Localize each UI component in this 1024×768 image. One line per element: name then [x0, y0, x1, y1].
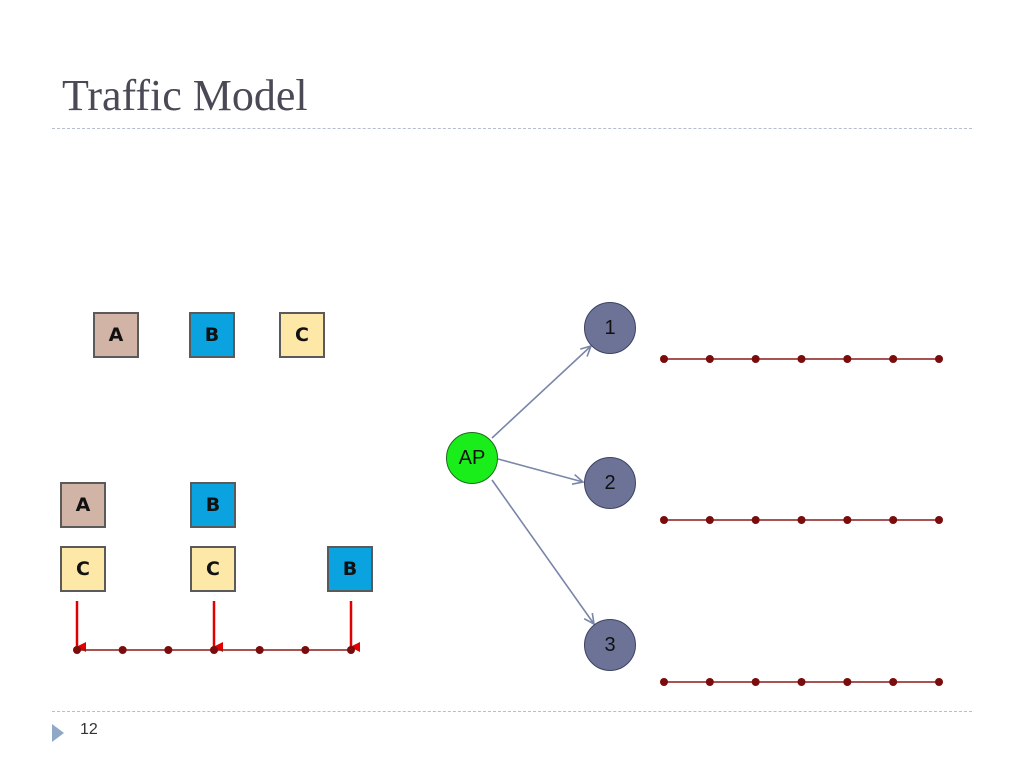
- client-node-1: 1: [584, 302, 636, 354]
- client-3-timeline-slot-dot: [660, 678, 668, 686]
- schedule-timeline-slot-dot: [210, 646, 218, 654]
- client-1-timeline-slot-dot: [660, 355, 668, 363]
- queue-box-b: B: [189, 312, 235, 358]
- title-divider: [52, 128, 972, 129]
- schedule-timeline-slot-dot: [73, 646, 81, 654]
- schedule-box-a: A: [60, 482, 106, 528]
- client-2-timeline-slot-dot: [935, 516, 943, 524]
- client-2-timeline-slot-dot: [705, 516, 714, 524]
- client-1-timeline-slot-dot: [705, 355, 714, 363]
- client-1-timeline-slot-dot: [797, 355, 806, 363]
- client-1-timeline-slot-dot: [751, 355, 760, 363]
- client-3-timeline-slot-dot: [751, 678, 760, 686]
- schedule-box-b: B: [190, 482, 236, 528]
- client-1-timeline-slot-dot: [935, 355, 943, 363]
- queue-box-a: A: [93, 312, 139, 358]
- footer-divider: [52, 711, 972, 712]
- bullet-triangle-icon: [52, 724, 64, 742]
- client-2-timeline-slot-dot: [797, 516, 806, 524]
- slide-title: Traffic Model: [62, 71, 308, 120]
- client-3-timeline-slot-dot: [889, 678, 898, 686]
- client-2-timeline-slot-dot: [660, 516, 668, 524]
- schedule-timeline-slot-dot: [255, 646, 264, 654]
- schedule-timeline-slot-dot: [347, 646, 355, 654]
- schedule-box-c-second: C: [190, 546, 236, 592]
- link-ap-client-1: [491, 346, 591, 439]
- queue-box-c: C: [279, 312, 325, 358]
- client-1-timeline-slot-dot: [889, 355, 898, 363]
- schedule-timeline-slot-dot: [164, 646, 173, 654]
- client-2-timeline-slot-dot: [751, 516, 760, 524]
- client-2-timeline-slot-dot: [889, 516, 898, 524]
- client-1-timeline-slot-dot: [843, 355, 852, 363]
- client-3-timeline-slot-dot: [705, 678, 714, 686]
- page-number: 12: [80, 721, 98, 738]
- schedule-box-b-last: B: [327, 546, 373, 592]
- client-3-timeline-slot-dot: [797, 678, 806, 686]
- client-3-timeline-slot-dot: [843, 678, 852, 686]
- schedule-box-c-first: C: [60, 546, 106, 592]
- schedule-timeline-slot-dot: [301, 646, 310, 654]
- schedule-timeline-slot-dot: [118, 646, 127, 654]
- client-2-timeline-slot-dot: [843, 516, 852, 524]
- client-3-timeline-slot-dot: [935, 678, 943, 686]
- access-point-node: AP: [446, 432, 498, 484]
- link-ap-client-3: [491, 479, 594, 624]
- client-node-2: 2: [584, 457, 636, 509]
- client-node-3: 3: [584, 619, 636, 671]
- link-ap-client-2: [497, 458, 583, 482]
